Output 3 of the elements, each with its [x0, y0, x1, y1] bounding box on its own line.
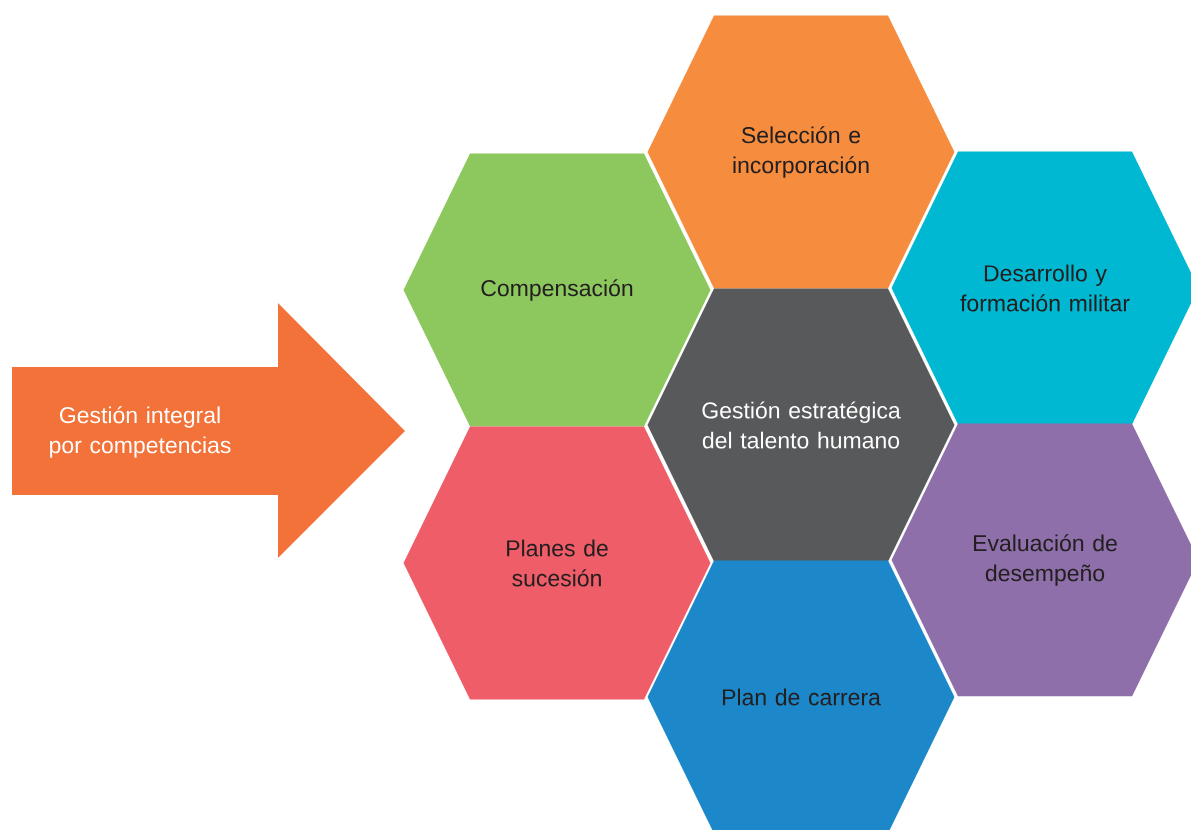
- hexagon: Gestión estratégica del talento humano: [647, 288, 955, 562]
- hexagon: Plan de carrera: [647, 560, 955, 830]
- hexagon: Selección e incorporación: [647, 15, 955, 289]
